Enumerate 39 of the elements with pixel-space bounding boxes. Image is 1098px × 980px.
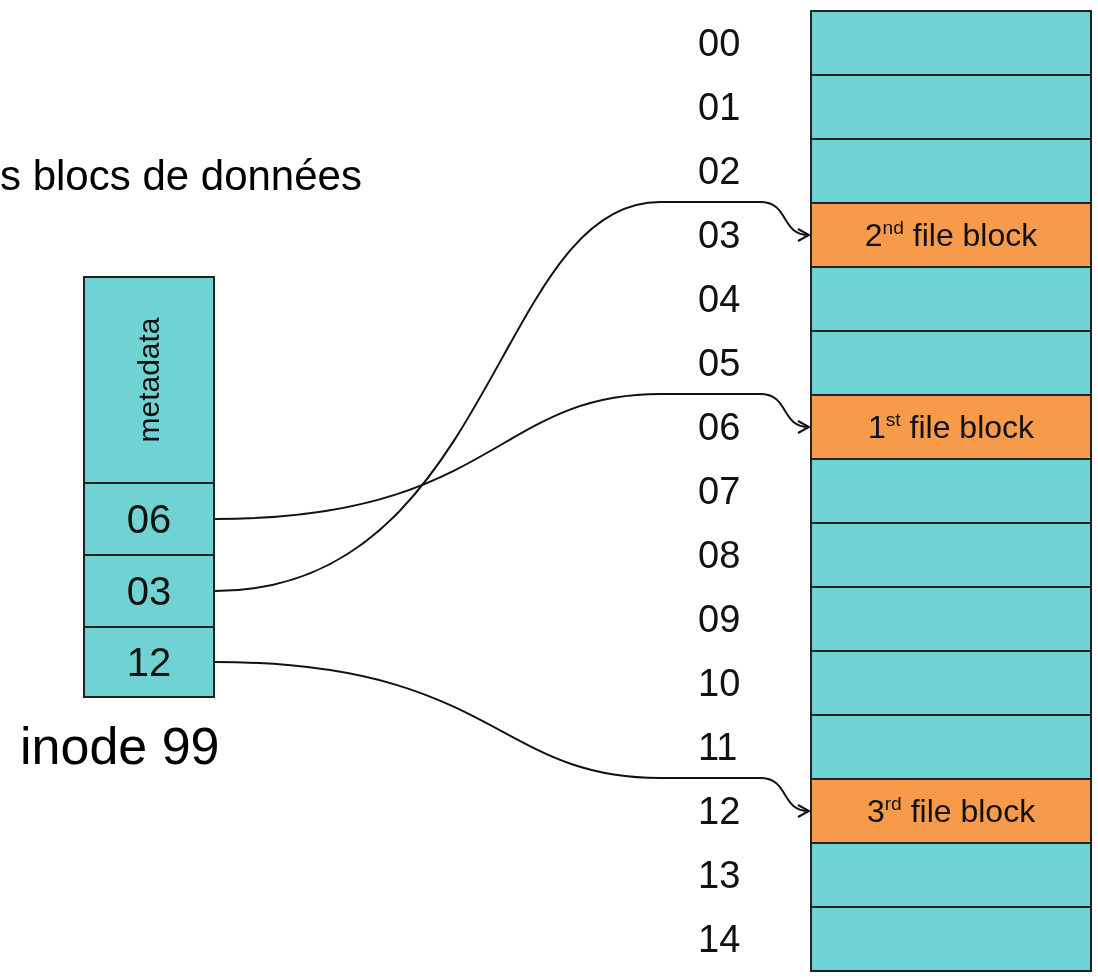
block-number: 08 xyxy=(698,536,741,574)
disk-block xyxy=(810,10,1092,76)
disk-block: 1$^{st}$ file block xyxy=(810,394,1092,460)
block-number: 05 xyxy=(698,344,741,382)
disk-block xyxy=(810,266,1092,332)
disk-block xyxy=(810,650,1092,716)
disk-block xyxy=(810,138,1092,204)
block-number: 01 xyxy=(698,88,741,126)
disk-block xyxy=(810,714,1092,780)
disk-block xyxy=(810,586,1092,652)
block-number: 12 xyxy=(698,792,741,830)
pointer-field: 12 xyxy=(83,626,215,698)
block-number: 14 xyxy=(698,920,741,958)
arrow xyxy=(214,201,810,592)
disk-block xyxy=(810,522,1092,588)
arrow xyxy=(214,661,810,817)
inode-label: inode 99 xyxy=(20,716,220,776)
disk-block xyxy=(810,906,1092,972)
disk-block xyxy=(810,74,1092,140)
block-number: 11 xyxy=(698,728,738,766)
pointer-field: 06 xyxy=(83,482,215,556)
disk-block: 2$^{nd}$ file block xyxy=(810,202,1092,268)
block-number: 03 xyxy=(698,216,741,254)
block-number: 04 xyxy=(698,280,741,318)
metadata-field: metadata xyxy=(83,276,215,484)
arrow xyxy=(214,393,810,520)
block-number: 09 xyxy=(698,600,741,638)
block-number: 10 xyxy=(698,664,741,702)
block-number: 06 xyxy=(698,408,741,446)
pointer-field: 03 xyxy=(83,554,215,628)
block-number: 13 xyxy=(698,856,741,894)
block-number: 07 xyxy=(698,472,741,510)
heading-text: s blocs de données xyxy=(0,152,362,200)
disk-block xyxy=(810,842,1092,908)
block-number: 00 xyxy=(698,24,741,62)
disk-block: 3$^{rd}$ file block xyxy=(810,778,1092,844)
disk-block xyxy=(810,458,1092,524)
disk-block xyxy=(810,330,1092,396)
block-number: 02 xyxy=(698,152,741,190)
